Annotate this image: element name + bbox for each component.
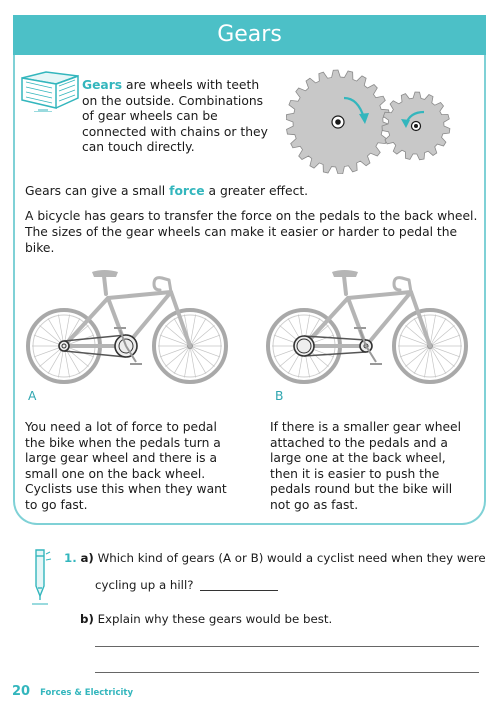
- question-1a-label: a): [80, 551, 94, 565]
- bicycle-paragraph: A bicycle has gears to transfer the forc…: [25, 209, 478, 255]
- answer-line-1[interactable]: [95, 646, 479, 647]
- question-1a-continued: cycling up a hill?: [95, 578, 278, 592]
- page-footer: 20 Forces & Electricity: [12, 684, 133, 699]
- bike-frame: [62, 274, 192, 348]
- bicycle-a-label: A: [28, 389, 37, 403]
- bicycle-b-label: B: [275, 389, 284, 403]
- pencil-icon: [32, 549, 52, 605]
- question-1b-text: Explain why these gears would be best.: [97, 612, 333, 626]
- force-term: force: [169, 184, 205, 198]
- force-sentence: Gears can give a small force a greater e…: [25, 184, 465, 198]
- front-wheel: [152, 308, 228, 384]
- force-sentence-end: a greater effect.: [204, 184, 309, 198]
- question-1b: b) Explain why these gears would be best…: [80, 612, 332, 626]
- question-1a-text: Which kind of gears (A or B) would a cyc…: [97, 551, 486, 565]
- gears-illustration: [286, 69, 451, 174]
- question-1a: 1. a) Which kind of gears (A or B) would…: [64, 551, 486, 565]
- bicycle-a-illustration: [26, 270, 228, 384]
- section-name: Forces & Electricity: [40, 688, 134, 698]
- answer-line-2[interactable]: [95, 672, 479, 673]
- answer-blank-1a[interactable]: [199, 590, 278, 591]
- chain-and-gears: [293, 327, 382, 365]
- page-number: 20: [12, 684, 31, 699]
- question-number: 1.: [64, 551, 77, 565]
- bicycle-b-illustration: [266, 270, 468, 384]
- bike-frame: [302, 274, 432, 348]
- force-sentence-start: Gears can give a small: [25, 184, 170, 198]
- chain-and-gears: [58, 327, 142, 365]
- gears-definition: Gears are wheels with teeth on the outsi…: [82, 78, 272, 156]
- book-icon: [21, 71, 79, 112]
- gears-definition-text: are wheels with teeth on the outside. Co…: [82, 78, 268, 154]
- question-1a-text-2: cycling up a hill?: [95, 578, 194, 592]
- gears-term: Gears: [82, 78, 123, 92]
- page-title: Gears: [217, 22, 282, 47]
- page-header: Gears: [13, 15, 486, 55]
- bicycle-a-text: You need a lot of force to pedal the bik…: [25, 420, 227, 512]
- question-1b-label: b): [80, 612, 94, 626]
- bicycle-b-text: If there is a smaller gear wheel attache…: [270, 420, 462, 512]
